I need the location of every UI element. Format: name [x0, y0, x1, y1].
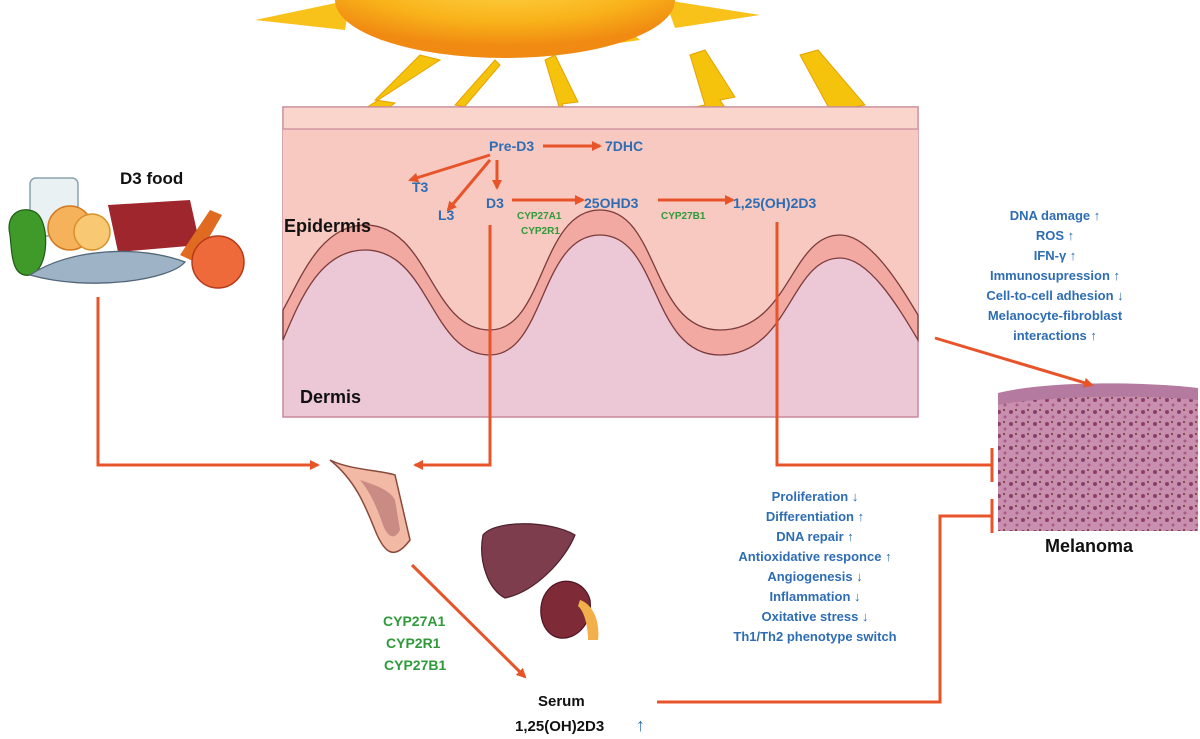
tumor-effects-list: Proliferation ↓ Differentiation ↑ DNA re… — [733, 489, 896, 644]
25ohd3-label: 25OHD3 — [584, 195, 639, 211]
organs — [481, 523, 599, 640]
skin-effect-item: interactions ↑ — [1013, 328, 1097, 343]
skin-effect-item: Melanocyte-fibroblast — [988, 308, 1123, 323]
melanoma-tissue — [998, 383, 1198, 531]
tissue-epidermis — [998, 383, 1198, 405]
skin-effects-list: DNA damage ↑ ROS ↑ IFN-γ ↑ Immunosupress… — [986, 208, 1123, 343]
arrow-pred3-to-l3 — [446, 159, 492, 212]
inhibition-serum-active — [657, 514, 992, 704]
tumor-effect-item: Differentiation ↑ — [766, 509, 864, 524]
carrot-icon — [180, 210, 222, 262]
blood-vessel — [329, 459, 411, 553]
tissue-image — [998, 393, 1198, 531]
enzyme-cyp2r1-skin: CYP2R1 — [521, 226, 560, 237]
skin-effect-item: DNA damage ↑ — [1010, 208, 1101, 223]
orange-slice-icon — [73, 213, 111, 251]
serum-value: 1,25(OH)2D3 — [515, 718, 604, 735]
pathway-arrows — [96, 141, 1094, 704]
skin-effect-item: Immunosupression ↑ — [990, 268, 1120, 283]
arrow-skin-d3-to-blood — [413, 225, 492, 470]
tumor-effect-item: Th1/Th2 phenotype switch — [733, 629, 896, 644]
serum-label: Serum — [538, 693, 585, 710]
sun — [255, 0, 760, 58]
serum-enzyme-3: CYP27B1 — [384, 657, 446, 673]
tumor-effect-item: Antioxidative responce ↑ — [738, 549, 891, 564]
arrow-food-to-blood — [96, 297, 320, 470]
tumor-effect-item: Oxitative stress ↓ — [762, 609, 869, 624]
epidermis-label: Epidermis — [284, 216, 371, 236]
stratum-corneum — [282, 106, 919, 130]
enzyme-cyp27b1-skin: CYP27B1 — [661, 211, 706, 222]
apple-icon — [191, 235, 245, 289]
food-illustration — [8, 177, 245, 289]
pre-d3-label: Pre-D3 — [489, 138, 534, 154]
l3-label: L3 — [438, 207, 455, 223]
tumor-effect-item: Proliferation ↓ — [772, 489, 859, 504]
serum-up-arrow-icon: ↑ — [636, 715, 645, 735]
enzyme-cyp27a1-skin: CYP27A1 — [517, 211, 562, 222]
vessel-wall — [329, 459, 411, 553]
serum-enzyme-1: CYP27A1 — [383, 613, 445, 629]
skin-effect-item: ROS ↑ — [1036, 228, 1074, 243]
serum-enzyme-2: CYP2R1 — [386, 635, 441, 651]
sun-disc — [335, 0, 675, 58]
meat-icon — [108, 200, 200, 252]
7dhc-label: 7DHC — [605, 138, 643, 154]
fish-icon — [28, 250, 187, 284]
arrow-blood-to-serum — [410, 563, 527, 679]
dermis-label: Dermis — [300, 387, 361, 407]
skin-effect-item: IFN-γ ↑ — [1034, 248, 1077, 263]
skin-effect-item: Cell-to-cell adhesion ↓ — [986, 288, 1123, 303]
pepper-icon — [8, 209, 47, 276]
arrow-pred3-to-t3 — [408, 153, 491, 183]
kidney-icon — [540, 580, 591, 639]
tumor-effect-item: Angiogenesis ↓ — [767, 569, 862, 584]
food-label: D3 food — [120, 169, 183, 188]
ureter-icon — [578, 600, 599, 640]
epidermis-layer — [283, 107, 918, 345]
arrow-skin-to-melanoma — [934, 336, 1094, 388]
d3-label: D3 — [486, 195, 504, 211]
inhibition-skin-active — [775, 222, 992, 467]
active-d3-label: 1,25(OH)2D3 — [733, 195, 816, 211]
tumor-effect-item: DNA repair ↑ — [776, 529, 854, 544]
t3-label: T3 — [412, 179, 429, 195]
liver-icon — [481, 523, 576, 599]
vessel-lumen — [360, 480, 400, 537]
skin-section — [282, 106, 919, 418]
melanoma-label: Melanoma — [1045, 536, 1134, 556]
tumor-effect-item: Inflammation ↓ — [769, 589, 860, 604]
